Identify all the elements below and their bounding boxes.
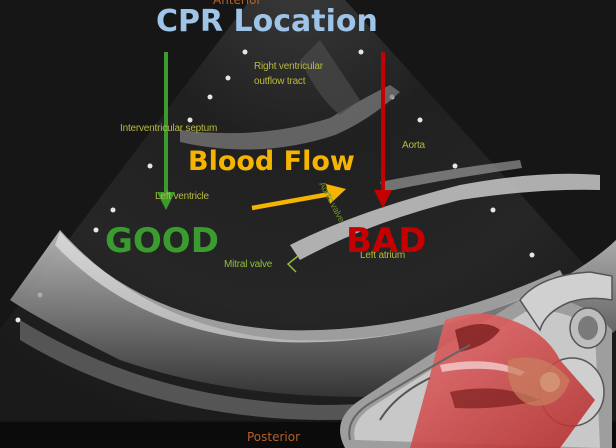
rvot-label-line2: outflow tract	[254, 76, 306, 87]
rvot-label-line1: Right ventricular	[254, 61, 323, 72]
posterior-label: Posterior	[247, 430, 301, 444]
anterior-label: Anterior	[213, 0, 262, 7]
good-arrow	[157, 52, 175, 210]
good-label: GOOD	[105, 221, 219, 261]
septum-label: Interventricular septum	[120, 123, 218, 134]
blood-flow-arrow	[251, 184, 346, 211]
aorta-label: Aorta	[402, 140, 425, 151]
left-atrium-label: Left atrium	[360, 250, 406, 261]
cpr-location-title: CPR Location	[156, 4, 378, 39]
blood-flow-label: Blood Flow	[188, 146, 355, 177]
heart-illustration-inset	[340, 271, 613, 448]
bad-label: BAD	[346, 221, 427, 261]
bad-arrow	[374, 52, 392, 208]
mitral-valve-label: Mitral valve	[224, 259, 273, 270]
left-ventricle-label: Left ventricle	[155, 191, 209, 202]
